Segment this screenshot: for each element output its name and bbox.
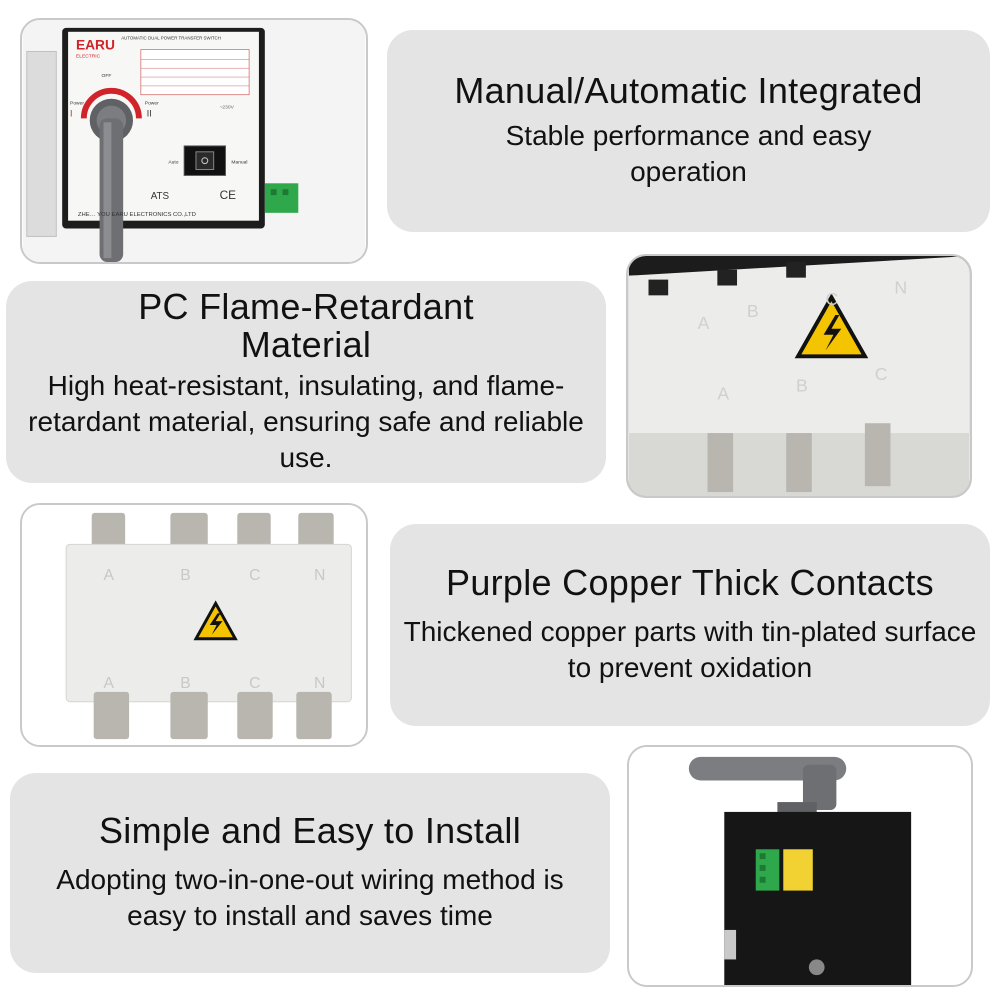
power-2-numeral: II <box>147 108 152 118</box>
phase-b-label-lower: B <box>180 675 190 692</box>
phase-b-label-lower: B <box>796 376 808 396</box>
rocker-switch-icon <box>195 151 215 171</box>
off-label: OFF <box>102 73 112 79</box>
phase-n-label: N <box>894 277 907 297</box>
voltage-label: ~230V <box>220 105 235 111</box>
phase-c-label: C <box>826 289 839 309</box>
phase-c-label: C <box>249 567 260 584</box>
feature-card-copper-contacts: Purple Copper Thick Contacts Thickened c… <box>390 524 990 726</box>
phase-b-label: B <box>180 567 190 584</box>
photo-side-handle <box>627 745 973 987</box>
phase-c-label-lower: C <box>249 675 260 692</box>
feature-description: Adopting two-in-one-out wiring method is… <box>56 864 564 931</box>
housing-closeup-illustration: A B C N A B C <box>628 256 970 496</box>
feature-title: Purple Copper Thick Contacts <box>446 562 934 603</box>
phase-b-label: B <box>747 301 759 321</box>
feature-title: Simple and Easy to Install <box>98 810 521 851</box>
feature-description: High heat-resistant, insulating, and fla… <box>28 370 584 473</box>
feature-title: Manual/Automatic Integrated <box>454 70 923 111</box>
phase-a-label-lower: A <box>104 675 115 692</box>
feature-description: Stable performance and easy operation <box>505 120 872 187</box>
feature-card-easy-install: Simple and Easy to Install Adopting two-… <box>10 773 610 973</box>
phase-n-label-lower: N <box>314 675 325 692</box>
brand-subtitle: ELECTRIC <box>76 53 101 59</box>
manual-label: Manual <box>231 160 247 166</box>
company-label: ZHE… YOU EARU ELECTRONICS CO.,LTD <box>78 212 196 218</box>
phase-a-label-lower: A <box>717 384 729 404</box>
power-1-numeral: I <box>70 108 72 118</box>
phase-n-label: N <box>314 567 325 584</box>
brand-logo: EARU <box>76 38 115 53</box>
feature-description: Thickened copper parts with tin-plated s… <box>403 616 977 683</box>
phase-c-label-lower: C <box>875 364 888 384</box>
auto-label: Auto <box>168 160 178 166</box>
power-1-label: Power <box>70 101 84 107</box>
ce-mark-icon: CE <box>220 188 237 202</box>
phase-a-label: A <box>104 567 115 584</box>
feature-title: PC Flame-Retardant Material <box>138 286 474 365</box>
switch-body-illustration: A B C N A B C N <box>22 505 366 745</box>
phase-a-label: A <box>698 313 710 333</box>
power-2-label: Power <box>145 101 159 107</box>
photo-housing-closeup: A B C N A B C <box>626 254 972 498</box>
rotary-handle-icon <box>89 98 134 262</box>
controller-panel-illustration: EARU ELECTRIC AUTOMATIC DUAL POWER TRANS… <box>22 20 366 262</box>
feature-card-manual-automatic: Manual/Automatic Integrated Stable perfo… <box>387 30 990 232</box>
side-handle-illustration <box>629 747 971 985</box>
photo-switch-body: A B C N A B C N <box>20 503 368 747</box>
warning-triangle-icon <box>794 293 869 359</box>
feature-card-flame-retardant: PC Flame-Retardant Material High heat-re… <box>6 281 606 483</box>
model-label: ATS <box>151 191 170 202</box>
panel-header: AUTOMATIC DUAL POWER TRANSFER SWITCH <box>121 36 221 41</box>
warning-triangle-icon <box>193 600 238 641</box>
photo-controller-panel: EARU ELECTRIC AUTOMATIC DUAL POWER TRANS… <box>20 18 368 264</box>
